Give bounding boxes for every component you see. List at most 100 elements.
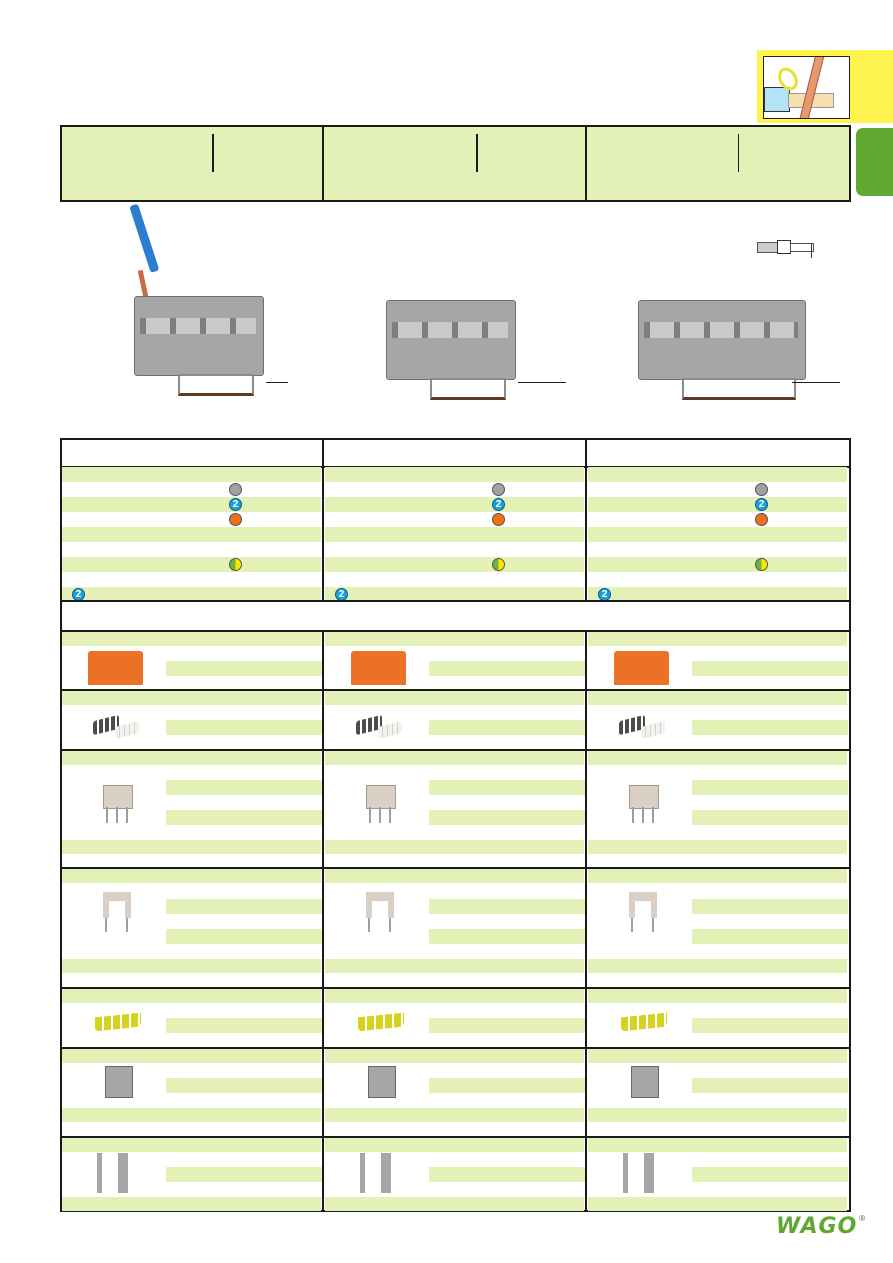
row-stripe bbox=[62, 989, 321, 1003]
jumper-pins bbox=[105, 918, 129, 932]
field-stripe bbox=[429, 929, 585, 944]
dimension-line bbox=[266, 382, 288, 383]
ferrule-icon bbox=[757, 240, 814, 258]
color-dot-green-yellow bbox=[492, 558, 505, 571]
row-stripe bbox=[62, 959, 321, 973]
row-stripe bbox=[325, 497, 584, 512]
test-pin-image bbox=[623, 1153, 628, 1193]
field-stripe bbox=[692, 929, 848, 944]
row-stripe bbox=[62, 1049, 321, 1063]
field-stripe bbox=[429, 1078, 585, 1093]
row-stripe bbox=[62, 557, 321, 572]
column-divider bbox=[585, 868, 587, 988]
column-divider bbox=[322, 1048, 324, 1137]
column-divider bbox=[322, 631, 324, 690]
row-stripe bbox=[62, 840, 321, 854]
jumper-3-pole-image bbox=[103, 785, 133, 809]
field-stripe bbox=[166, 929, 322, 944]
color-dot-orange bbox=[492, 513, 505, 526]
test-plug-image bbox=[105, 1066, 133, 1098]
badge-2-icon: 2 bbox=[335, 588, 348, 601]
row-stripe bbox=[588, 467, 847, 482]
row-stripe bbox=[325, 959, 584, 973]
table-divider bbox=[60, 867, 851, 869]
terminal-block-clamps bbox=[644, 322, 798, 338]
header-divider bbox=[738, 134, 739, 172]
row-stripe bbox=[62, 497, 321, 512]
column-divider bbox=[585, 125, 587, 202]
column-divider bbox=[322, 125, 324, 202]
field-stripe bbox=[429, 810, 585, 825]
field-stripe bbox=[692, 780, 848, 795]
row-stripe bbox=[62, 527, 321, 542]
row-stripe bbox=[325, 869, 584, 883]
color-dot-gray bbox=[492, 483, 505, 496]
column-divider bbox=[585, 750, 587, 868]
table-divider bbox=[60, 689, 851, 691]
row-stripe bbox=[325, 587, 584, 602]
table-divider bbox=[60, 749, 851, 751]
terminal-block-image bbox=[386, 300, 516, 380]
terminal-block-rail-foot bbox=[682, 378, 796, 400]
column-divider bbox=[322, 690, 324, 750]
row-stripe bbox=[588, 959, 847, 973]
table-divider bbox=[60, 630, 851, 632]
terminal-block-image bbox=[134, 296, 264, 376]
end-plate-image bbox=[351, 651, 406, 685]
row-stripe bbox=[588, 632, 847, 646]
product-header-table bbox=[60, 125, 851, 202]
test-pin-image bbox=[97, 1153, 102, 1193]
field-stripe bbox=[166, 1078, 322, 1093]
color-dot-orange bbox=[229, 513, 242, 526]
jumper-2-pole-image bbox=[629, 892, 657, 918]
field-stripe bbox=[166, 1018, 322, 1033]
field-stripe bbox=[166, 810, 322, 825]
row-stripe bbox=[325, 1049, 584, 1063]
specifications-table bbox=[60, 438, 851, 1212]
jumper-2-pole-image bbox=[103, 892, 131, 918]
row-stripe bbox=[325, 751, 584, 765]
end-plate-image bbox=[614, 651, 669, 685]
section-tab[interactable] bbox=[856, 128, 893, 196]
color-dot-gray bbox=[229, 483, 242, 496]
test-pin-image bbox=[118, 1153, 128, 1193]
row-stripe bbox=[325, 989, 584, 1003]
field-stripe bbox=[429, 661, 585, 676]
table-divider bbox=[60, 1047, 851, 1049]
jumper-3-pole-image bbox=[366, 785, 396, 809]
field-stripe bbox=[429, 1018, 585, 1033]
field-stripe bbox=[429, 1167, 585, 1182]
row-stripe bbox=[588, 869, 847, 883]
row-stripe bbox=[325, 691, 584, 705]
jumper-pins bbox=[368, 918, 392, 932]
row-stripe bbox=[588, 1108, 847, 1122]
field-stripe bbox=[166, 780, 322, 795]
column-divider bbox=[322, 438, 324, 601]
column-divider bbox=[322, 1137, 324, 1211]
field-stripe bbox=[429, 780, 585, 795]
end-plate-image bbox=[88, 651, 143, 685]
row-stripe bbox=[62, 1197, 321, 1211]
row-stripe bbox=[325, 557, 584, 572]
badge-2-icon: 2 bbox=[492, 498, 505, 511]
terminal-block-clamps bbox=[140, 318, 256, 334]
test-plug-image bbox=[631, 1066, 659, 1098]
row-stripe bbox=[325, 1138, 584, 1152]
jumper-pins bbox=[631, 918, 655, 932]
column-divider bbox=[585, 1048, 587, 1137]
row-stripe bbox=[62, 751, 321, 765]
row-stripe bbox=[62, 691, 321, 705]
row-stripe bbox=[588, 751, 847, 765]
wire-icon bbox=[129, 203, 160, 273]
test-pin-image bbox=[644, 1153, 654, 1193]
jumper-pins bbox=[106, 807, 130, 823]
dimension-line bbox=[792, 382, 840, 383]
field-stripe bbox=[692, 1018, 848, 1033]
row-stripe bbox=[62, 869, 321, 883]
field-stripe bbox=[692, 1167, 848, 1182]
row-stripe bbox=[588, 1197, 847, 1211]
field-stripe bbox=[166, 899, 322, 914]
field-stripe bbox=[692, 899, 848, 914]
column-divider bbox=[585, 1137, 587, 1211]
dimension-line bbox=[518, 382, 566, 383]
